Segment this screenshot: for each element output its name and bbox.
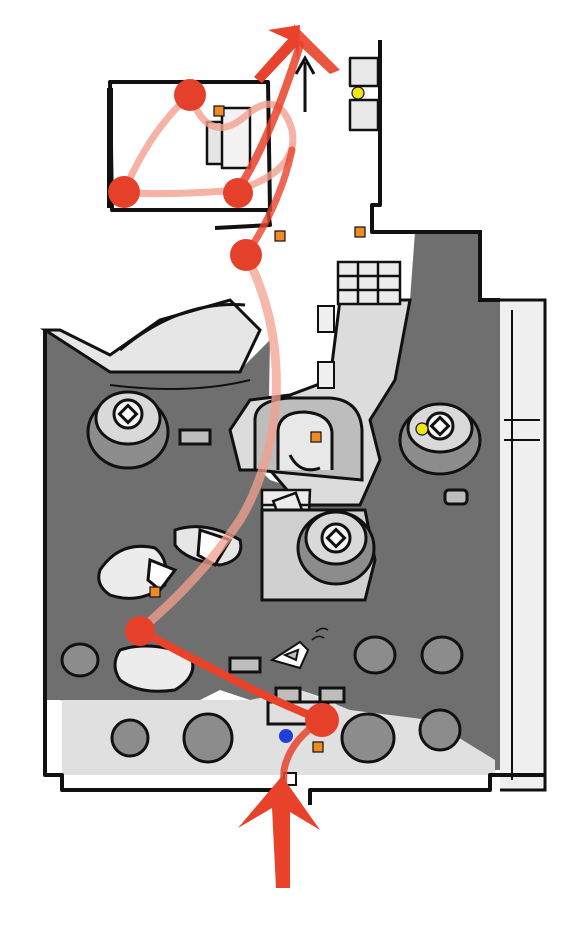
right-wall-column xyxy=(500,298,547,792)
central-arch xyxy=(253,396,364,482)
main-hall xyxy=(39,230,547,805)
ghost-enemy-icon xyxy=(269,627,329,670)
pillar xyxy=(353,635,397,675)
crate xyxy=(310,431,322,443)
crate xyxy=(312,741,324,753)
coin xyxy=(351,86,365,100)
items xyxy=(149,86,429,753)
waypoint xyxy=(223,178,253,208)
route-strong-bottom xyxy=(136,626,326,724)
end-arrow-icon xyxy=(254,24,340,83)
pedestal-right xyxy=(398,402,482,476)
pillar xyxy=(420,635,464,675)
route-strong-top xyxy=(234,41,304,194)
left-ramp xyxy=(39,298,262,374)
corridor-shelf-top xyxy=(348,56,380,88)
waypoint xyxy=(125,616,155,646)
door-arrow-icon xyxy=(294,54,316,112)
crate xyxy=(213,105,225,117)
pillar xyxy=(418,708,462,752)
waypoint xyxy=(108,176,140,208)
pillar xyxy=(340,712,396,764)
pillars xyxy=(60,635,464,764)
upper-stairs xyxy=(336,260,402,306)
route-soft-segment xyxy=(135,250,281,635)
waypoint xyxy=(230,239,262,271)
waypoint xyxy=(305,703,339,737)
pedestals xyxy=(86,390,482,586)
crate xyxy=(149,586,161,598)
start-arrow-icon xyxy=(238,776,320,888)
pedestal-left xyxy=(86,390,170,470)
waypoint xyxy=(174,79,206,111)
coin xyxy=(415,422,429,436)
crate xyxy=(354,226,366,238)
crate xyxy=(274,230,286,242)
pedestal-center xyxy=(296,510,376,586)
pillar xyxy=(110,718,150,758)
pillar xyxy=(60,642,100,678)
pillar xyxy=(182,712,234,764)
upper-area xyxy=(107,40,415,234)
corridor-right-wall xyxy=(370,40,415,234)
waypoints xyxy=(108,79,339,737)
